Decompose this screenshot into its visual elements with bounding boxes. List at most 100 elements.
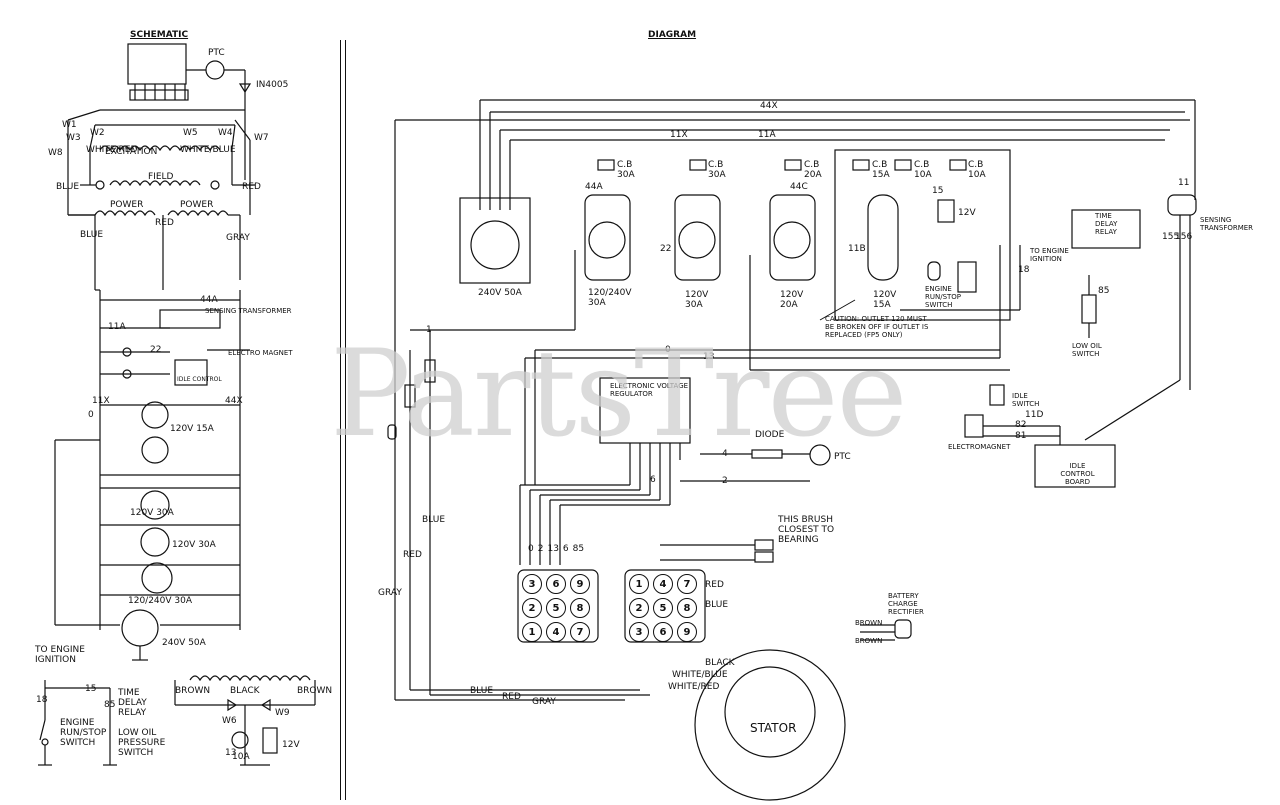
blue2-label: BLUE — [80, 230, 104, 240]
dg-w22: 22 — [660, 244, 672, 254]
terminal-block-left-box — [517, 569, 599, 643]
to-engine-ignition-label: TO ENGINE IGNITION — [35, 645, 85, 665]
sch-12v-label: 12V — [282, 740, 300, 750]
terminal-pin: 9 — [677, 622, 697, 642]
w5-label: W5 — [183, 128, 198, 138]
dg-12v: 12V — [958, 208, 976, 218]
terminal-pin: 6 — [546, 574, 566, 594]
dg-white-red-wire: WHITE/RED — [668, 682, 720, 692]
dg-time-relay: TIME DELAY RELAY — [1095, 212, 1118, 236]
w7-label: W7 — [254, 133, 269, 143]
stator-outer — [694, 649, 846, 801]
regulator-wire-label: 13 — [547, 544, 559, 554]
brown-right-label: BROWN — [297, 686, 333, 696]
power-left-label: POWER — [110, 200, 144, 210]
dg-blue-vertical: BLUE — [422, 515, 446, 525]
dg-diode: DIODE — [755, 430, 785, 440]
terminal-pin: 4 — [546, 622, 566, 642]
dg-idle-control-board: IDLE CONTROL BOARD — [1060, 462, 1095, 486]
red-label: RED — [242, 182, 261, 192]
dg-w13: 13 — [703, 352, 715, 362]
sensing-transformer-label: SENSING TRANSFORMER — [205, 307, 292, 315]
dg-red-bottom: RED — [502, 692, 521, 702]
terminal-pin: 1 — [522, 622, 542, 642]
schematic-lines — [38, 43, 316, 766]
caution-note: CAUTION: OUTLET 120 MUST BE BROKEN OFF I… — [825, 315, 929, 339]
receptacle-120v-30a-1 — [140, 490, 170, 520]
dg-w11b: 11B — [848, 244, 866, 254]
dg-120v-15a: 120V 15A — [873, 290, 897, 310]
sch-120v-30a-2: 120V 30A — [172, 540, 216, 550]
gray-label: GRAY — [226, 233, 250, 243]
sch-22: 22 — [150, 345, 162, 355]
receptacle-240v-50a — [121, 609, 159, 647]
dg-w1: 1 — [426, 325, 432, 335]
dg-w155: 155 — [1162, 232, 1180, 242]
dg-120v-20a: 120V 20A — [780, 290, 804, 310]
dg-low-oil-switch: LOW OIL SWITCH — [1072, 342, 1102, 358]
terminal-pin: 2 — [522, 598, 542, 618]
electronic-voltage-regulator-box — [599, 377, 691, 444]
w4-label: W4 — [218, 128, 233, 138]
dg-brush-note: THIS BRUSH CLOSEST TO BEARING — [778, 515, 835, 545]
cb-10a-2: C.B 10A — [968, 160, 986, 180]
sch-0: 0 — [88, 410, 94, 420]
idle-control-board-box — [1034, 444, 1116, 488]
dg-w85: 85 — [1098, 286, 1110, 296]
wiring — [38, 43, 1197, 801]
idle-control-label: IDLE CONTROL — [177, 376, 222, 383]
dg-w4: 4 — [722, 449, 728, 459]
sch-120-240v-30a: 120/240V 30A — [128, 596, 193, 606]
w6-label: W6 — [222, 716, 237, 726]
dg-electronic-voltage-regulator: ELECTRONIC VOLTAGE REGULATOR — [610, 382, 689, 398]
sch-18: 18 — [36, 695, 48, 705]
terminal-pin: 5 — [546, 598, 566, 618]
engine-run-stop-label: ENGINE RUN/STOP SWITCH — [60, 718, 107, 748]
dg-blue-wire: BLUE — [705, 600, 729, 610]
diagram-title: DIAGRAM — [648, 30, 697, 40]
receptacle-120-240v-30a — [141, 562, 173, 594]
receptacle-120v-15a-a — [141, 401, 169, 429]
sch-11a: 11A — [108, 322, 126, 332]
electro-magnet-label: ELECTRO MAGNET — [228, 349, 293, 357]
terminal-pin: 1 — [629, 574, 649, 594]
dg-w18: 18 — [1018, 265, 1030, 275]
power-right-label: POWER — [180, 200, 214, 210]
excitation-label: EXCITATION — [105, 147, 158, 157]
dg-w11: 11 — [1178, 178, 1190, 188]
dg-240v-50a: 240V 50A — [478, 288, 522, 298]
white-blue-label: WHITE/BLUE — [180, 145, 236, 155]
regulator-wire-label: 0 — [528, 544, 534, 554]
voltage-regulator-box — [127, 43, 187, 85]
dg-brown-2: BROWN — [855, 637, 883, 645]
dg-black-wire: BLACK — [705, 658, 735, 668]
ptc-symbol — [205, 60, 225, 80]
regulator-wire-label: 6 — [562, 544, 569, 554]
regulator-wire-label: 2 — [537, 544, 544, 554]
dg-w0: 0 — [665, 345, 671, 355]
terminal-pin: 5 — [653, 598, 673, 618]
dg-ptc: PTC — [834, 452, 851, 462]
time-delay-relay-box — [1071, 209, 1141, 249]
terminal-pin: 3 — [522, 574, 542, 594]
terminal-pin: 4 — [653, 574, 673, 594]
receptacle-120v-15a-b — [141, 436, 169, 464]
cb-30a-2: C.B 30A — [708, 160, 726, 180]
dg-w156: 156 — [1175, 232, 1193, 242]
w3-label: W3 — [66, 133, 81, 143]
receptacle-120v-30a-2 — [140, 527, 170, 557]
white-red-label: WHITE/RED — [86, 145, 138, 155]
dg-w11a-top: 11A — [758, 130, 776, 140]
dg-red-vertical: RED — [403, 550, 422, 560]
red2-label: RED — [155, 218, 174, 228]
diagram-lines — [387, 99, 1197, 801]
sch-44x: 44X — [225, 396, 243, 406]
brown-left-label: BROWN — [175, 686, 211, 696]
dg-w44c: 44C — [790, 182, 808, 192]
dg-white-blue-wire: WHITE/BLUE — [672, 670, 728, 680]
dg-w2: 2 — [722, 476, 728, 486]
